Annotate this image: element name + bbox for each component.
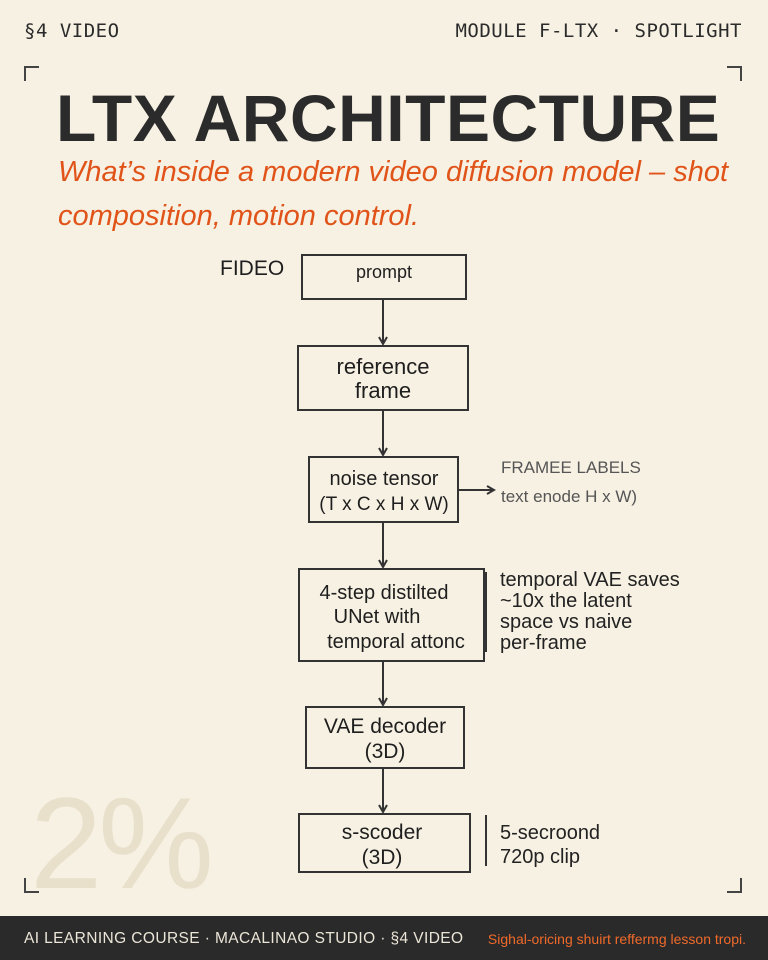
- corner-mark-bottom-right: [727, 878, 742, 893]
- note-output-line-2: 720p clip: [500, 846, 580, 868]
- step-box-scoder: [298, 813, 471, 873]
- step-label-prompt: prompt: [356, 262, 412, 282]
- step-label-unet-1: 4-step distilted: [320, 582, 449, 604]
- corner-mark-top-left: [24, 66, 39, 81]
- step-label-unet-2: UNet with: [334, 606, 421, 628]
- step-box-vae-decoder: [305, 706, 465, 769]
- note-frame-labels-title: FRAMEE LABELS: [501, 458, 641, 477]
- note-temporal-line-4: per-frame: [500, 632, 587, 654]
- footer-tagline: Sighal-oricing shuirt reffermg lesson tr…: [487, 931, 746, 947]
- diagram-side-label: FIDEO: [220, 257, 284, 280]
- step-label-noise-tensor-1: noise tensor: [330, 468, 439, 490]
- note-frame-labels-body: text enode H x W): [501, 487, 637, 506]
- step-label-noise-tensor-2: (T x C x H x W): [319, 494, 448, 515]
- step-box-unet: [298, 568, 485, 662]
- step-label-scoder-2: (3D): [362, 846, 403, 869]
- step-label-vae-decoder-2: (3D): [365, 740, 406, 763]
- step-label-vae-decoder-1: VAE decoder: [324, 715, 446, 738]
- architecture-flow-diagram: FIDEO prompt reference frame noise tenso…: [220, 254, 680, 873]
- step-box-reference-frame: [297, 345, 469, 411]
- page-title: LTX ARCHITECTURE: [56, 81, 721, 155]
- note-temporal-line-2: ~10x the latent: [500, 590, 632, 612]
- watermark-number: 2%: [30, 770, 214, 916]
- top-bar: §4 VIDEO MODULE F-LTX · SPOTLIGHT: [24, 20, 742, 46]
- step-label-reference-frame-1: reference: [337, 354, 430, 379]
- footer-course-label: AI LEARNING COURSE · MACALINAO STUDIO · …: [24, 930, 464, 947]
- step-label-reference-frame-2: frame: [355, 378, 411, 403]
- note-output-line-1: 5-secroond: [500, 822, 600, 844]
- corner-mark-bottom-left: [24, 878, 39, 893]
- note-temporal-line-1: temporal VAE saves: [500, 569, 680, 591]
- note-temporal-line-3: space vs naive: [500, 611, 632, 633]
- step-label-scoder-1: s-scoder: [342, 821, 423, 844]
- step-label-unet-3: temporal attonc: [327, 631, 465, 653]
- step-box-prompt: [301, 254, 467, 300]
- module-label: MODULE F-LTX · SPOTLIGHT: [455, 20, 742, 42]
- section-label: §4 VIDEO: [24, 20, 120, 42]
- corner-mark-top-right: [727, 66, 742, 81]
- step-box-noise-tensor: [308, 456, 459, 523]
- footer-bar: AI LEARNING COURSE · MACALINAO STUDIO · …: [0, 916, 768, 960]
- page-subtitle: What’s inside a modern video diffusion m…: [58, 156, 729, 232]
